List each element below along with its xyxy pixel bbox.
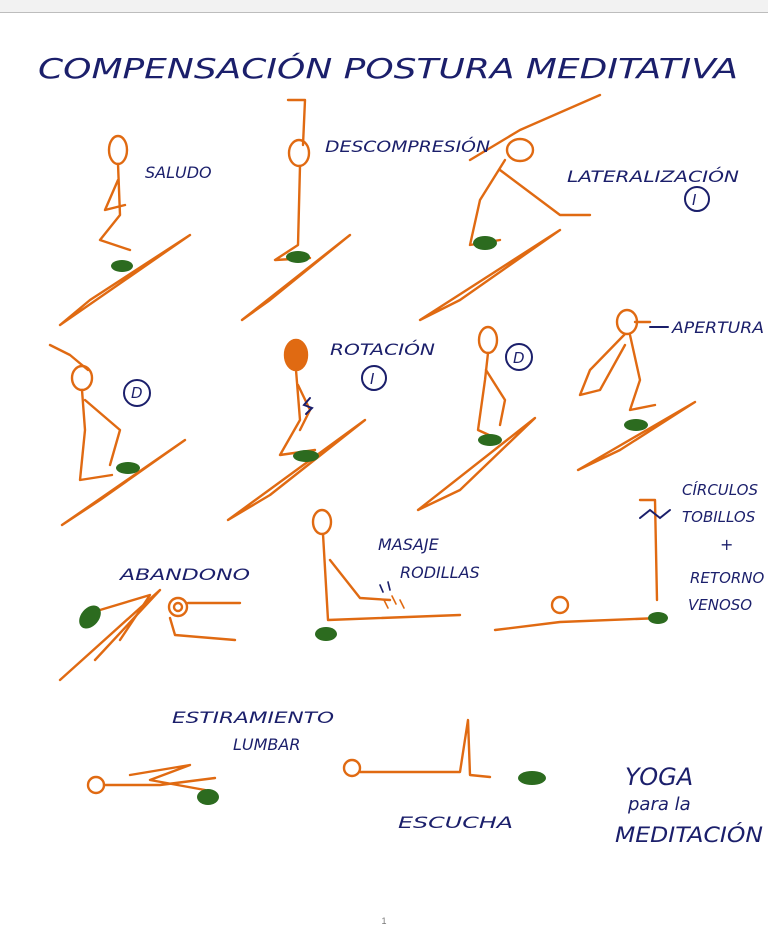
label-masaje-1: MASAJE bbox=[378, 535, 440, 554]
viewer-top-bar bbox=[0, 0, 768, 13]
label-lateral-d-side: D bbox=[131, 384, 143, 402]
footer-yoga: YOGA bbox=[625, 763, 693, 791]
pose-masaje-mat bbox=[315, 627, 337, 641]
page-number: 1 bbox=[0, 916, 768, 926]
pose-lateralizacion-mat bbox=[473, 236, 497, 250]
label-descompresion: DESCOMPRESIÓN bbox=[325, 137, 490, 156]
pose-circulos-mat bbox=[648, 612, 668, 624]
footer-meditacion: MEDITACIÓN bbox=[615, 822, 763, 847]
pose-escucha-figure bbox=[344, 720, 546, 785]
pose-descompresion-figure bbox=[242, 100, 350, 320]
footer-para-la: para la bbox=[627, 794, 691, 815]
label-plus: + bbox=[720, 535, 733, 554]
label-saludo: SALUDO bbox=[145, 163, 212, 182]
label-retorno-2: VENOSO bbox=[688, 596, 752, 614]
pose-lateral-d-mat bbox=[116, 462, 140, 474]
pose-escucha-mat bbox=[518, 771, 546, 785]
label-lateralizacion: LATERALIZACIÓN bbox=[567, 167, 739, 186]
pose-estiramiento-mat bbox=[197, 789, 219, 805]
pose-estiramiento-figure bbox=[88, 765, 219, 805]
label-apertura: APERTURA bbox=[671, 318, 764, 337]
label-retorno-1: RETORNO bbox=[690, 569, 765, 587]
label-estiramiento-1: ESTIRAMIENTO bbox=[172, 708, 334, 727]
label-circulos-1: CÍRCULOS bbox=[682, 480, 758, 499]
label-rotacion: ROTACIÓN bbox=[330, 340, 435, 359]
label-lateralizacion-side: I bbox=[692, 191, 697, 209]
label-rotacion-d-side: D bbox=[513, 349, 525, 367]
label-circulos-2: TOBILLOS bbox=[682, 508, 756, 526]
pose-rotacion-figure bbox=[228, 340, 365, 520]
pose-abandono-mat bbox=[75, 601, 106, 632]
pose-saludo-mat bbox=[111, 260, 133, 272]
sketch-canvas: COMPENSACIÓN POSTURA MEDITATIVA SALUDO D… bbox=[0, 13, 768, 932]
side-circle-lateral bbox=[685, 187, 709, 211]
document-page: COMPENSACIÓN POSTURA MEDITATIVA SALUDO D… bbox=[0, 13, 768, 932]
label-rotacion-side: I bbox=[370, 370, 375, 388]
pose-apertura-mat bbox=[624, 419, 648, 431]
pose-lateralizacion-figure bbox=[420, 95, 600, 320]
pose-circulos-figure bbox=[495, 500, 668, 630]
label-escucha: ESCUCHA bbox=[398, 813, 513, 832]
pose-rotacion-d-mat bbox=[478, 434, 502, 446]
pose-abandono-figure bbox=[60, 590, 240, 680]
pose-rotacion-mat bbox=[293, 450, 319, 462]
pose-descompresion-mat bbox=[286, 251, 310, 263]
page-title: COMPENSACIÓN POSTURA MEDITATIVA bbox=[38, 51, 738, 85]
label-masaje-2: RODILLAS bbox=[400, 563, 480, 582]
label-estiramiento-2: LUMBAR bbox=[233, 735, 300, 754]
label-abandono: ABANDONO bbox=[119, 565, 250, 584]
pose-lateral-d-figure bbox=[50, 345, 185, 525]
